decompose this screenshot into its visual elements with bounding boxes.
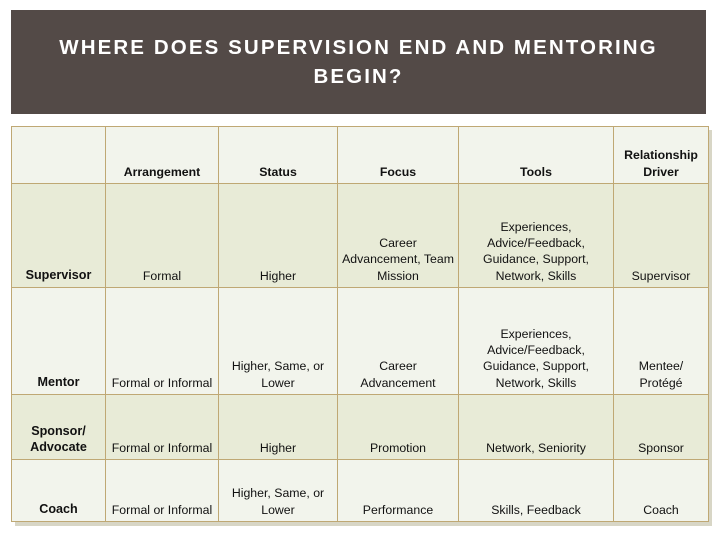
table-body: Supervisor Formal Higher Career Advancem… — [11, 183, 709, 522]
column-header-focus: Focus — [337, 126, 459, 184]
slide-title: WHERE DOES SUPERVISION END AND MENTORING… — [59, 35, 658, 88]
cell-supervisor-arrangement: Formal — [105, 183, 219, 288]
cell-mentor-focus: Career Advancement — [337, 287, 459, 395]
cell-mentor-tools: Experiences, Advice/Feedback, Guidance, … — [458, 287, 614, 395]
cell-coach-relationship-driver: Coach — [613, 459, 709, 522]
cell-coach-arrangement: Formal or Informal — [105, 459, 219, 522]
cell-mentor-arrangement: Formal or Informal — [105, 287, 219, 395]
table-header-row: Arrangement Status Focus Tools Relations… — [11, 126, 709, 184]
column-header-tools: Tools — [458, 126, 614, 184]
row-label-sponsor-advocate: Sponsor/ Advocate — [11, 394, 106, 460]
table-row: Mentor Formal or Informal Higher, Same, … — [11, 287, 709, 395]
column-header-status: Status — [218, 126, 338, 184]
cell-sponsor-relationship-driver: Sponsor — [613, 394, 709, 460]
cell-sponsor-status: Higher — [218, 394, 338, 460]
row-label-coach: Coach — [11, 459, 106, 522]
column-header-arrangement: Arrangement — [105, 126, 219, 184]
column-header-corner — [11, 126, 106, 184]
cell-supervisor-status: Higher — [218, 183, 338, 288]
cell-mentor-relationship-driver: Mentee/ Protégé — [613, 287, 709, 395]
table-row: Coach Formal or Informal Higher, Same, o… — [11, 459, 709, 522]
comparison-table-container: Arrangement Status Focus Tools Relations… — [11, 126, 712, 526]
cell-coach-tools: Skills, Feedback — [458, 459, 614, 522]
row-label-supervisor: Supervisor — [11, 183, 106, 288]
table-header: Arrangement Status Focus Tools Relations… — [11, 126, 709, 184]
cell-sponsor-focus: Promotion — [337, 394, 459, 460]
cell-coach-status: Higher, Same, or Lower — [218, 459, 338, 522]
cell-coach-focus: Performance — [337, 459, 459, 522]
table-row: Supervisor Formal Higher Career Advancem… — [11, 183, 709, 288]
cell-sponsor-tools: Network, Seniority — [458, 394, 614, 460]
row-label-mentor: Mentor — [11, 287, 106, 395]
column-header-relationship-driver: Relationship Driver — [613, 126, 709, 184]
cell-supervisor-focus: Career Advancement, Team Mission — [337, 183, 459, 288]
table-row: Sponsor/ Advocate Formal or Informal Hig… — [11, 394, 709, 460]
cell-supervisor-relationship-driver: Supervisor — [613, 183, 709, 288]
cell-supervisor-tools: Experiences, Advice/Feedback, Guidance, … — [458, 183, 614, 288]
cell-sponsor-arrangement: Formal or Informal — [105, 394, 219, 460]
cell-mentor-status: Higher, Same, or Lower — [218, 287, 338, 395]
comparison-table: Arrangement Status Focus Tools Relations… — [11, 126, 709, 522]
title-banner: WHERE DOES SUPERVISION END AND MENTORING… — [11, 10, 706, 114]
